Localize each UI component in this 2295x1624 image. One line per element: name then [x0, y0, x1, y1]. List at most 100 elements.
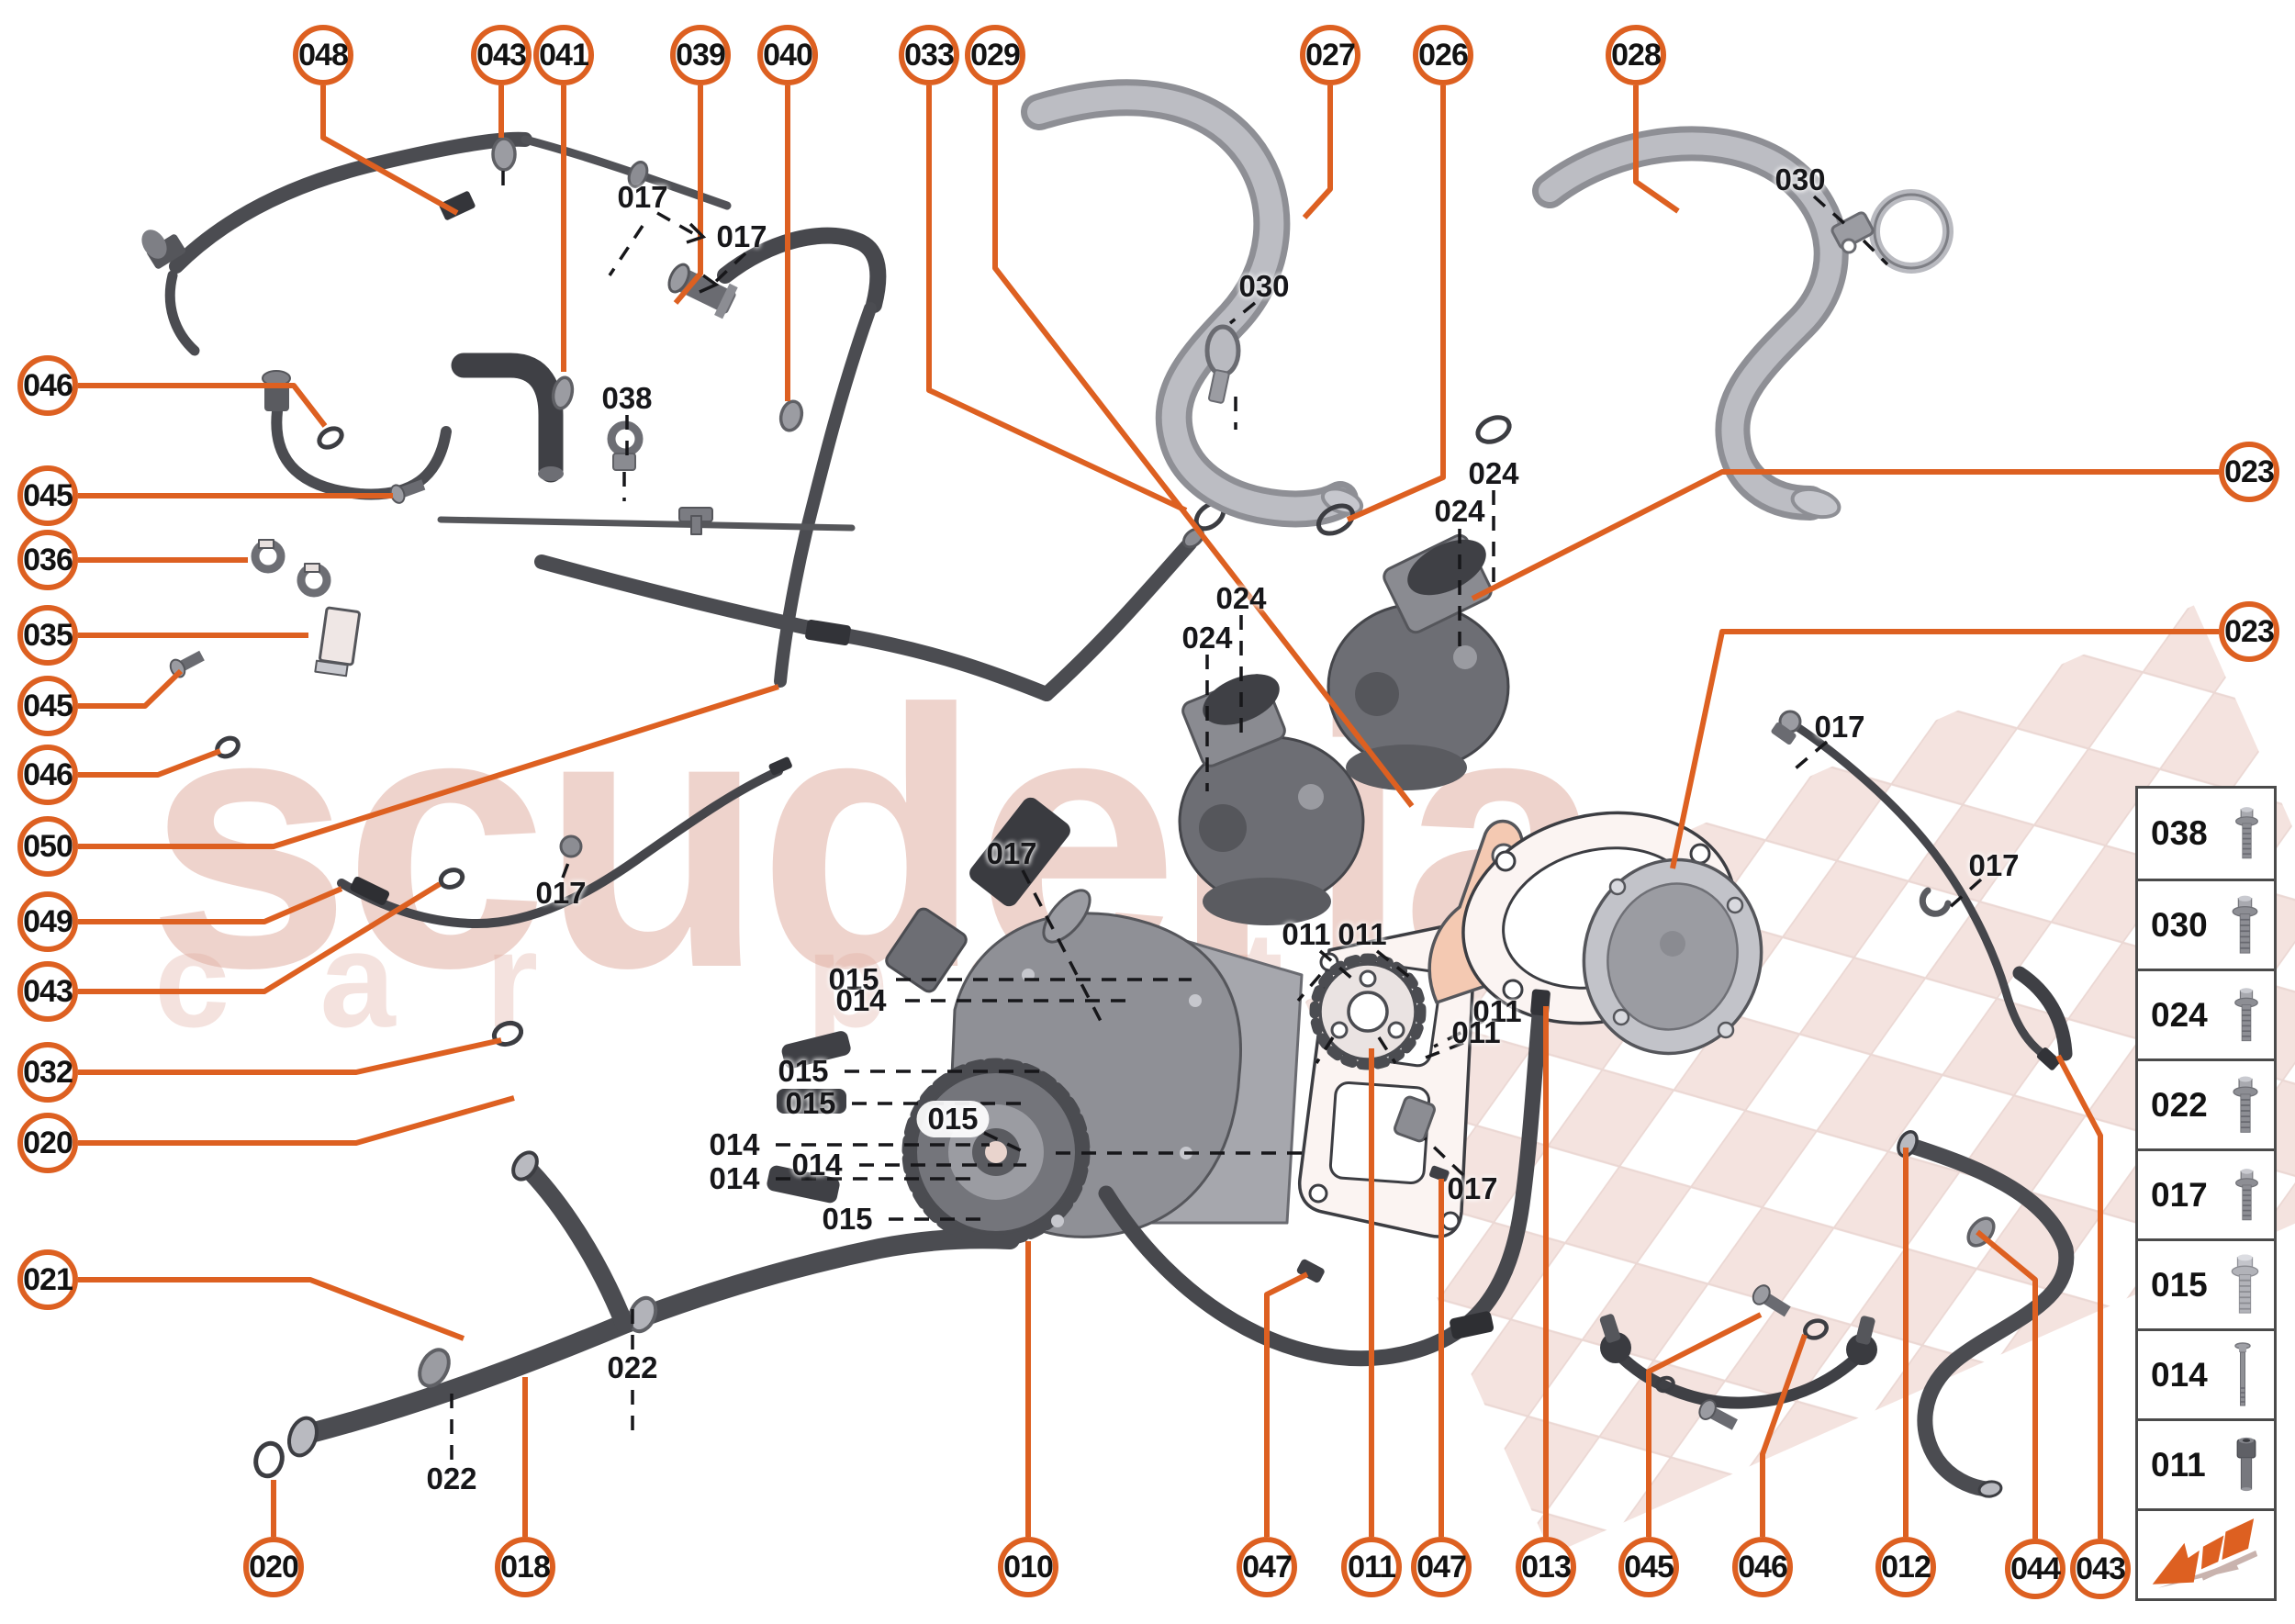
hex-flange-bolt-icon: [2231, 806, 2263, 861]
callout-010[interactable]: 010: [998, 1537, 1058, 1597]
part-label-011: 011: [1451, 1015, 1501, 1049]
part-label-017: 017: [716, 219, 767, 253]
callout-044[interactable]: 044: [2005, 1539, 2066, 1599]
callout-020[interactable]: 020: [243, 1537, 304, 1597]
banjo-hose-assembly: [1599, 1284, 1877, 1430]
pump-sprocket-011: [1309, 953, 1427, 1070]
o-ring-024-top: [1475, 415, 1512, 444]
callout-020[interactable]: 020: [17, 1113, 78, 1173]
callout-046[interactable]: 046: [17, 355, 78, 416]
hex-flange-bolt-light-icon: [2227, 1254, 2263, 1316]
part-label-022: 022: [426, 1462, 477, 1495]
air-hose-027: [1021, 79, 1364, 528]
part-label-017: 017: [986, 836, 1037, 870]
hex-flange-bolt-icon: [2228, 1075, 2263, 1136]
part-label-014: 014: [835, 983, 887, 1017]
part-label-030: 030: [1774, 162, 1826, 196]
callout-047[interactable]: 047: [1237, 1537, 1297, 1597]
pump-inlet-nipples: [767, 1031, 851, 1204]
fuel-pipe-right: [1771, 710, 2061, 1070]
callout-045[interactable]: 045: [17, 465, 78, 526]
callout-041[interactable]: 041: [533, 25, 594, 85]
callout-040[interactable]: 040: [757, 25, 818, 85]
callout-050[interactable]: 050: [17, 816, 78, 877]
leader-lines: [78, 85, 2219, 1539]
callout-028[interactable]: 028: [1606, 25, 1666, 85]
callout-045[interactable]: 045: [17, 676, 78, 736]
callout-013[interactable]: 013: [1516, 1537, 1576, 1597]
plug-047b: [1429, 1165, 1450, 1182]
dashed-pointers: [450, 171, 1983, 1460]
coolant-pipe-017: [521, 135, 732, 210]
hose-clamp-030-top: [1830, 189, 1954, 274]
watermark-sub1-text: car: [154, 904, 628, 1056]
callout-047[interactable]: 047: [1411, 1537, 1472, 1597]
stud-bolt-icon: [2222, 1340, 2263, 1410]
callout-032[interactable]: 032: [17, 1042, 78, 1103]
callout-043[interactable]: 043: [471, 25, 532, 85]
callout-039[interactable]: 039: [670, 25, 731, 85]
callout-046[interactable]: 046: [17, 745, 78, 805]
part-label-017: 017: [1814, 710, 1865, 744]
callout-029[interactable]: 029: [965, 25, 1025, 85]
vent-hose-046: [262, 370, 452, 504]
callout-023[interactable]: 023: [2219, 442, 2279, 502]
callout-033[interactable]: 033: [899, 25, 959, 85]
callout-023[interactable]: 023: [2219, 601, 2279, 662]
part-label-015: 015: [828, 962, 879, 996]
callout-018[interactable]: 018: [495, 1537, 555, 1597]
callout-021[interactable]: 021: [17, 1249, 78, 1310]
hex-flange-bolt-icon: [2227, 894, 2263, 957]
p-clamp-038: [607, 420, 644, 471]
callout-011[interactable]: 011: [1341, 1537, 1402, 1597]
callout-048[interactable]: 048: [293, 25, 353, 85]
o-ring-026: [1316, 503, 1355, 536]
vent-line-049-050: [337, 756, 792, 928]
part-label-015: 015: [778, 1054, 829, 1088]
elbow-hose-041: [451, 353, 575, 483]
callout-026[interactable]: 026: [1413, 25, 1473, 85]
part-label-014: 014: [791, 1148, 843, 1182]
callout-035[interactable]: 035: [17, 605, 78, 666]
scuderia-arrow-logo-icon: [2144, 1513, 2267, 1597]
part-label-022: 022: [607, 1350, 658, 1384]
legend-label-017: 017: [2151, 1175, 2208, 1214]
part-label-015: 015: [916, 1101, 990, 1137]
legend-row-024: 024: [2138, 969, 2274, 1058]
callout-012[interactable]: 012: [1875, 1537, 1936, 1597]
throttle-body-left: [1178, 674, 1365, 925]
dashed-arrowheads: [686, 222, 720, 294]
t-pipe: [437, 507, 856, 535]
pump-cover-023: [1582, 857, 1763, 1056]
legend-label-030: 030: [2151, 905, 2208, 944]
y-hose-033: [534, 500, 1226, 701]
hex-flange-bolt-icon: [2231, 1168, 2263, 1223]
part-label-017: 017: [617, 180, 668, 214]
legend-label-015: 015: [2151, 1265, 2208, 1304]
hose-clamp-030-mid: [1204, 324, 1241, 404]
legend-row-030: 030: [2138, 879, 2274, 969]
callout-043[interactable]: 043: [17, 961, 78, 1022]
pipe-clips-036: [251, 539, 331, 598]
legend-row-011: 011: [2138, 1418, 2274, 1508]
bracket-035: [314, 606, 361, 678]
callout-043[interactable]: 043: [2070, 1539, 2131, 1599]
legend-label-011: 011: [2151, 1445, 2206, 1484]
part-label-011: 011: [1282, 917, 1331, 951]
callout-045[interactable]: 045: [1618, 1537, 1679, 1597]
callout-049[interactable]: 049: [17, 891, 78, 952]
legend-label-024: 024: [2151, 995, 2208, 1034]
part-label-024: 024: [1215, 581, 1267, 615]
callout-046[interactable]: 046: [1732, 1537, 1793, 1597]
callout-036[interactable]: 036: [17, 530, 78, 590]
coolant-hose-048: [141, 131, 532, 356]
part-label-038: 038: [601, 381, 653, 415]
part-label-017: 017: [535, 876, 587, 910]
part-label-011: 011: [1472, 994, 1522, 1028]
callout-027[interactable]: 027: [1300, 25, 1360, 85]
part-label-024: 024: [1468, 456, 1519, 490]
water-pipe-039-040: [667, 227, 887, 432]
legend-label-038: 038: [2151, 814, 2208, 852]
